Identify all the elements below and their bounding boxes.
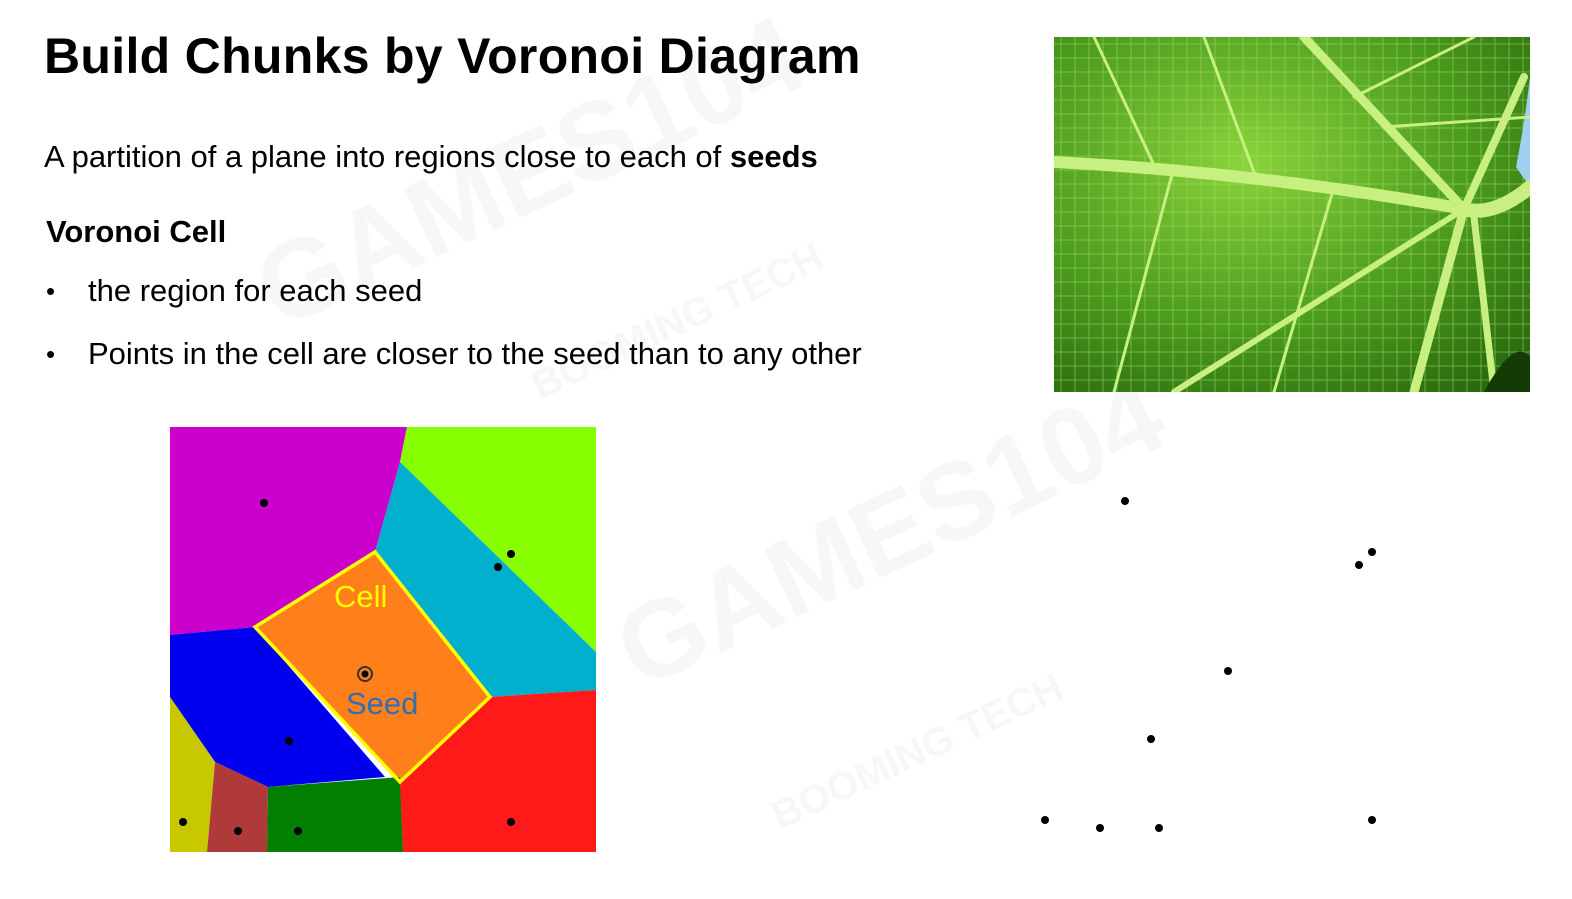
slide-title: Build Chunks by Voronoi Diagram [44, 28, 861, 84]
seed-point [507, 550, 515, 558]
seed-points-only [1041, 497, 1376, 832]
seed-point [1155, 824, 1163, 832]
seed-point [260, 499, 268, 507]
bullet-dot: • [46, 339, 56, 369]
bullet-list: • the region for each seed • Points in the… [44, 272, 862, 398]
region-lime [400, 427, 596, 652]
bullet-item: • Points in the cell are closer to the se… [44, 335, 862, 373]
seed-point [1355, 561, 1363, 569]
intro-bold: seeds [729, 139, 818, 174]
cell-outline [252, 549, 493, 785]
bullet-item: • the region for each seed [44, 272, 862, 310]
seed-point [507, 818, 515, 826]
seed-point [1224, 667, 1232, 675]
seed-point [1368, 548, 1376, 556]
region-olive [170, 697, 215, 852]
seed-point [1121, 497, 1129, 505]
voronoi-diagram: Cell Seed [170, 427, 596, 852]
seed-point [1368, 816, 1376, 824]
seed-point [285, 737, 293, 745]
region-magenta [170, 427, 407, 635]
leaf-photo [1054, 37, 1530, 392]
cell-label: Cell [334, 579, 387, 614]
region-blue [170, 627, 385, 787]
seed-label: Seed [346, 686, 418, 721]
bullet-text: Points in the cell are closer to the see… [88, 336, 862, 371]
seed-point [294, 827, 302, 835]
section-heading: Voronoi Cell [46, 214, 227, 249]
region-red [400, 690, 596, 852]
seed-point [179, 818, 187, 826]
seed-point [1147, 735, 1155, 743]
bullet-dot: • [46, 276, 56, 306]
region-orange [255, 552, 490, 782]
seed-points [179, 499, 515, 835]
region-cyan [375, 462, 596, 697]
seed-point [234, 827, 242, 835]
intro-text: A partition of a plane into regions clos… [44, 138, 818, 176]
bullet-text: the region for each seed [88, 273, 423, 308]
seed-point [494, 563, 502, 571]
region-green [267, 777, 403, 852]
seed-point [1041, 816, 1049, 824]
highlighted-seed-ring [357, 666, 373, 682]
region-brown [207, 762, 268, 852]
seed-point [1096, 824, 1104, 832]
highlighted-seed [361, 670, 369, 678]
intro-plain: A partition of a plane into regions clos… [44, 139, 730, 174]
